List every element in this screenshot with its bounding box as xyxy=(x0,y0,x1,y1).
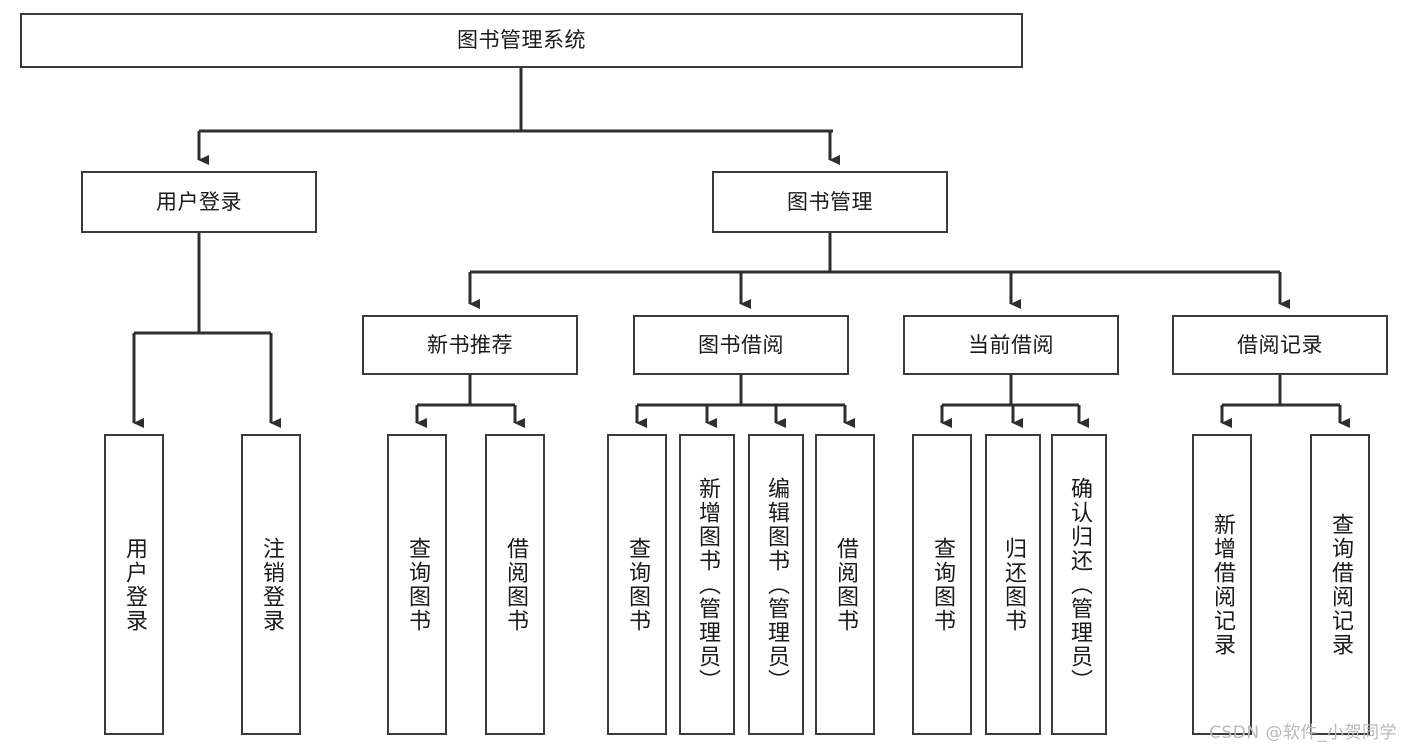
node-leaf-return-book[interactable]: 归还图书 xyxy=(985,434,1041,735)
node-root[interactable]: 图书管理系统 xyxy=(20,13,1023,68)
node-leaf-edit-book-admin-label: 编辑图书（管理员） xyxy=(763,476,789,693)
node-leaf-user-login[interactable]: 用户登录 xyxy=(104,434,164,735)
node-book-management[interactable]: 图书管理 xyxy=(712,171,948,233)
node-leaf-confirm-return-admin-label: 确认归还（管理员） xyxy=(1066,476,1092,693)
node-leaf-confirm-return-admin[interactable]: 确认归还（管理员） xyxy=(1051,434,1107,735)
node-new-book-recommend[interactable]: 新书推荐 xyxy=(362,315,578,375)
node-user-login-label: 用户登录 xyxy=(156,189,242,214)
node-book-management-label: 图书管理 xyxy=(787,189,873,214)
node-leaf-query-borrow-record-label: 查询借阅记录 xyxy=(1327,512,1353,657)
node-leaf-user-login-label: 用户登录 xyxy=(121,536,147,633)
node-leaf-add-book-admin-label: 新增图书（管理员） xyxy=(694,476,720,693)
node-leaf-borrow-book-2[interactable]: 借阅图书 xyxy=(815,434,875,735)
node-book-borrow[interactable]: 图书借阅 xyxy=(633,315,849,375)
node-new-book-recommend-label: 新书推荐 xyxy=(427,332,513,357)
node-leaf-borrow-book-1[interactable]: 借阅图书 xyxy=(485,434,545,735)
node-leaf-query-borrow-record[interactable]: 查询借阅记录 xyxy=(1310,434,1370,735)
node-leaf-add-borrow-record-label: 新增借阅记录 xyxy=(1209,512,1235,657)
node-borrow-record-label: 借阅记录 xyxy=(1237,332,1323,357)
node-leaf-add-book-admin[interactable]: 新增图书（管理员） xyxy=(679,434,735,735)
node-leaf-query-book-2-label: 查询图书 xyxy=(624,536,650,633)
node-borrow-record[interactable]: 借阅记录 xyxy=(1172,315,1388,375)
node-leaf-query-book-3[interactable]: 查询图书 xyxy=(912,434,972,735)
node-book-borrow-label: 图书借阅 xyxy=(698,332,784,357)
node-current-borrow-label: 当前借阅 xyxy=(968,332,1054,357)
node-current-borrow[interactable]: 当前借阅 xyxy=(903,315,1119,375)
node-leaf-logout-label: 注销登录 xyxy=(258,536,284,633)
node-leaf-query-book-1-label: 查询图书 xyxy=(404,536,430,633)
node-leaf-query-book-3-label: 查询图书 xyxy=(929,536,955,633)
node-root-label: 图书管理系统 xyxy=(457,28,586,53)
node-leaf-return-book-label: 归还图书 xyxy=(1000,536,1026,633)
node-leaf-borrow-book-1-label: 借阅图书 xyxy=(502,536,528,633)
node-leaf-add-borrow-record[interactable]: 新增借阅记录 xyxy=(1192,434,1252,735)
node-leaf-edit-book-admin[interactable]: 编辑图书（管理员） xyxy=(748,434,804,735)
node-leaf-logout[interactable]: 注销登录 xyxy=(241,434,301,735)
node-leaf-borrow-book-2-label: 借阅图书 xyxy=(832,536,858,633)
node-user-login[interactable]: 用户登录 xyxy=(81,171,317,233)
node-leaf-query-book-1[interactable]: 查询图书 xyxy=(387,434,447,735)
node-leaf-query-book-2[interactable]: 查询图书 xyxy=(607,434,667,735)
